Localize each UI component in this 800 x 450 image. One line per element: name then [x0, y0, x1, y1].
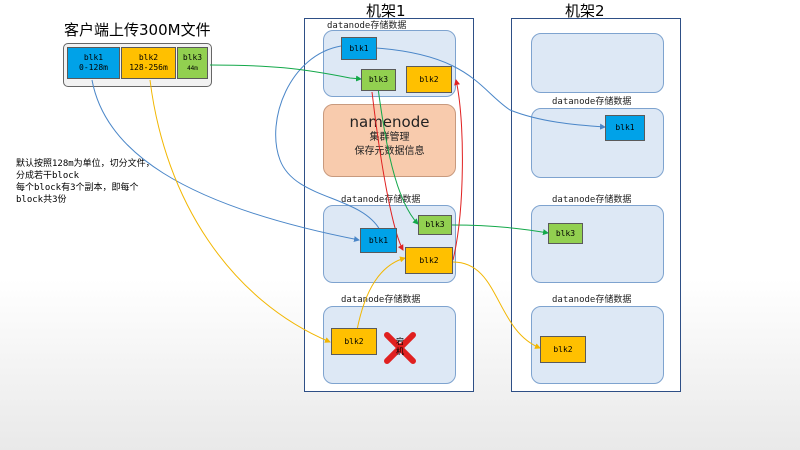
namenode-desc: 集群管理	[369, 132, 410, 143]
rack1-node1-blk1: blk1	[341, 37, 377, 60]
rack2-node4-blk2: blk2	[540, 336, 586, 363]
rack1-node2-blk2: blk2	[405, 247, 453, 274]
arrow-blk2-up	[356, 256, 406, 331]
client-block-name: blk2	[138, 53, 159, 62]
client-title: 客户端上传300M文件	[64, 21, 211, 39]
arrow-blk3-to-rack2	[451, 224, 549, 236]
arrow-blk1-to-rack2	[375, 47, 606, 130]
namenode-title: namenode	[349, 113, 430, 131]
client-block-range: 0-128m	[79, 63, 108, 72]
client-block-blk2: blk2 128-256m	[121, 47, 176, 79]
failed-node-text: 宕机	[396, 337, 404, 356]
datanode-label: datanode存储数据	[341, 195, 421, 205]
rack1-title: 机架1	[366, 2, 406, 20]
datanode-label: datanode存储数据	[327, 21, 407, 31]
note-line: 每个block有3个副本，即每个	[16, 183, 139, 193]
namenode: namenode 集群管理 保存元数据信息	[323, 104, 456, 177]
note-line: block共3份	[16, 195, 67, 205]
arrow-blk3-client-to-node	[209, 64, 362, 82]
rack1-node2-blk3: blk3	[418, 215, 452, 235]
arrow-blk1-replica	[275, 45, 381, 231]
arrow-blk2-to-rack2	[452, 261, 541, 349]
arrow-blk2-client-to-node	[149, 79, 331, 343]
arrow-blk2-recover	[452, 79, 463, 261]
replication-note: 默认按照128m为单位，切分文件， 分成若干block 每个block有3个副本…	[16, 158, 155, 206]
note-line: 分成若干block	[16, 171, 80, 181]
note-line: 默认按照128m为单位，切分文件，	[16, 159, 155, 169]
client-block-range: 44m	[187, 64, 198, 72]
rack2-node2-blk1: blk1	[605, 115, 645, 141]
failed-node-marker: 宕机	[384, 332, 416, 364]
arrow-blk2-recover-2	[371, 91, 404, 251]
client-block-blk3: blk3 44m	[177, 47, 208, 79]
rack2-node3-blk3: blk3	[548, 223, 583, 244]
rack1-node1-blk2: blk2	[406, 66, 452, 93]
rack2-datanode-1	[531, 33, 664, 93]
rack1-node1-blk3: blk3	[361, 69, 396, 91]
rack2-title: 机架2	[565, 2, 605, 20]
namenode-desc: 保存元数据信息	[354, 146, 425, 157]
client-block-name: blk3	[182, 52, 203, 62]
datanode-label: datanode存储数据	[552, 97, 632, 107]
datanode-label: datanode存储数据	[552, 295, 632, 305]
datanode-label: datanode存储数据	[341, 295, 421, 305]
arrow-blk3-down	[377, 87, 419, 225]
red-x-icon	[384, 332, 416, 364]
client-block-name: blk1	[83, 53, 104, 62]
client-block-range: 128-256m	[129, 63, 168, 72]
rack1-node3-blk2: blk2	[331, 328, 377, 355]
rack1-node2-blk1: blk1	[360, 228, 397, 253]
datanode-label: datanode存储数据	[552, 195, 632, 205]
rack2-datanode-3	[531, 205, 664, 283]
arrow-blk1-client-to-node	[91, 79, 360, 242]
client-block-blk1: blk1 0-128m	[67, 47, 120, 79]
